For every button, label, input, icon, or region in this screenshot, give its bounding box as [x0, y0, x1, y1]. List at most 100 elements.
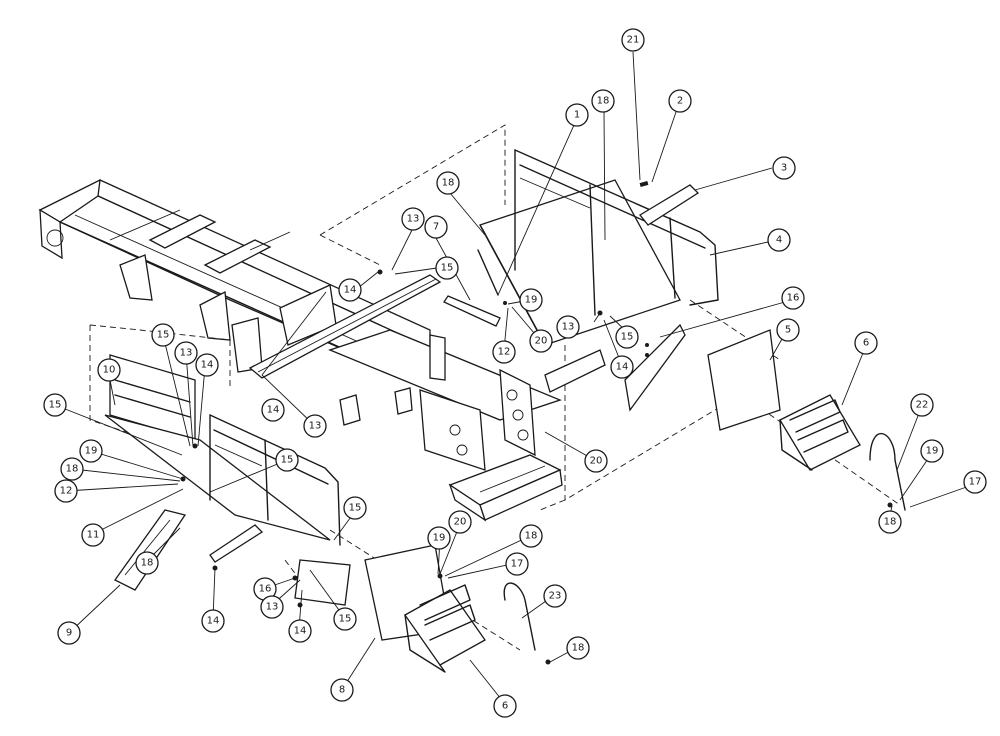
svg-text:18: 18: [442, 178, 455, 189]
callout-13: 13: [260, 595, 284, 619]
callout-12: 12: [492, 340, 516, 364]
svg-text:15: 15: [441, 263, 454, 274]
svg-text:15: 15: [339, 614, 352, 625]
callout-6: 6: [493, 694, 517, 718]
callout-13: 13: [174, 341, 198, 365]
callout-15: 15: [275, 448, 299, 472]
svg-text:8: 8: [339, 685, 345, 696]
svg-text:14: 14: [201, 360, 214, 371]
svg-text:23: 23: [549, 591, 562, 602]
svg-text:18: 18: [141, 558, 154, 569]
callout-13: 13: [303, 414, 327, 438]
svg-text:11: 11: [87, 530, 100, 541]
left-platform-assembly: [104, 354, 351, 606]
callout-19: 19: [519, 288, 543, 312]
svg-text:6: 6: [502, 701, 508, 712]
callout-7: 7: [424, 215, 448, 239]
callout-23: 23: [543, 584, 567, 608]
callout-13: 13: [401, 207, 425, 231]
svg-text:13: 13: [266, 602, 279, 613]
svg-text:1: 1: [574, 110, 580, 121]
assembly-outlines: [89, 124, 901, 651]
callout-19: 19: [920, 439, 944, 463]
callout-16: 16: [781, 286, 805, 310]
callout-20: 20: [584, 449, 608, 473]
svg-text:15: 15: [157, 330, 170, 341]
svg-text:12: 12: [498, 347, 511, 358]
callout-17: 17: [963, 470, 987, 494]
svg-text:20: 20: [590, 456, 603, 467]
callout-19: 19: [427, 526, 451, 550]
callout-18: 18: [519, 524, 543, 548]
svg-text:13: 13: [562, 322, 575, 333]
callout-18: 18: [436, 171, 460, 195]
svg-text:19: 19: [433, 533, 446, 544]
svg-text:17: 17: [969, 477, 982, 488]
callout-15: 15: [43, 393, 67, 417]
svg-text:15: 15: [49, 400, 62, 411]
callout-12: 12: [54, 479, 78, 503]
callout-14: 14: [195, 353, 219, 377]
svg-text:13: 13: [309, 421, 322, 432]
svg-text:6: 6: [863, 338, 869, 349]
callout-20: 20: [448, 510, 472, 534]
svg-text:13: 13: [407, 214, 420, 225]
step-assembly-lower: [364, 544, 486, 673]
callout-15: 15: [435, 256, 459, 280]
svg-text:15: 15: [621, 332, 634, 343]
svg-text:18: 18: [66, 464, 79, 475]
callout-15: 15: [615, 325, 639, 349]
callout-10: 10: [97, 358, 121, 382]
svg-text:18: 18: [884, 517, 897, 528]
svg-text:18: 18: [572, 643, 585, 654]
svg-text:14: 14: [344, 285, 357, 296]
callout-15: 15: [151, 323, 175, 347]
callout-5: 5: [776, 318, 800, 342]
grab-handle-22: [869, 433, 906, 511]
callout-22: 22: [910, 393, 934, 417]
svg-text:5: 5: [785, 325, 791, 336]
callout-18: 18: [566, 636, 590, 660]
callout-14: 14: [610, 355, 634, 379]
leader-lines: [59, 51, 976, 705]
callout-4: 4: [767, 228, 791, 252]
svg-text:15: 15: [281, 455, 294, 466]
callout-14: 14: [261, 398, 285, 422]
callout-18: 18: [135, 551, 159, 575]
svg-text:17: 17: [511, 559, 524, 570]
svg-text:2: 2: [677, 96, 683, 107]
svg-text:4: 4: [776, 235, 782, 246]
callout-21: 21: [621, 28, 645, 52]
bar-7: [443, 295, 501, 327]
svg-text:14: 14: [294, 626, 307, 637]
callout-15: 15: [343, 496, 367, 520]
svg-text:19: 19: [926, 446, 939, 457]
svg-text:16: 16: [787, 293, 800, 304]
callout-9: 9: [57, 621, 81, 645]
callout-19: 19: [79, 439, 103, 463]
callout-2: 2: [668, 89, 692, 113]
callout-11: 11: [81, 523, 105, 547]
svg-text:14: 14: [207, 616, 220, 627]
svg-text:18: 18: [525, 531, 538, 542]
callout-8: 8: [330, 678, 354, 702]
callout-6: 6: [854, 331, 878, 355]
callout-18: 18: [878, 510, 902, 534]
svg-text:15: 15: [349, 503, 362, 514]
callout-18: 18: [60, 457, 84, 481]
callout-1: 1: [565, 103, 589, 127]
svg-text:19: 19: [85, 446, 98, 457]
svg-text:13: 13: [180, 348, 193, 359]
svg-text:9: 9: [66, 628, 72, 639]
svg-text:12: 12: [60, 486, 73, 497]
callout-18: 18: [591, 89, 615, 113]
rod-1: [477, 249, 499, 296]
callout-14: 14: [288, 619, 312, 643]
svg-text:22: 22: [916, 400, 929, 411]
svg-text:21: 21: [627, 35, 640, 46]
svg-text:14: 14: [267, 405, 280, 416]
svg-text:10: 10: [103, 365, 116, 376]
callout-20: 20: [529, 329, 553, 353]
callout-17: 17: [505, 552, 529, 576]
